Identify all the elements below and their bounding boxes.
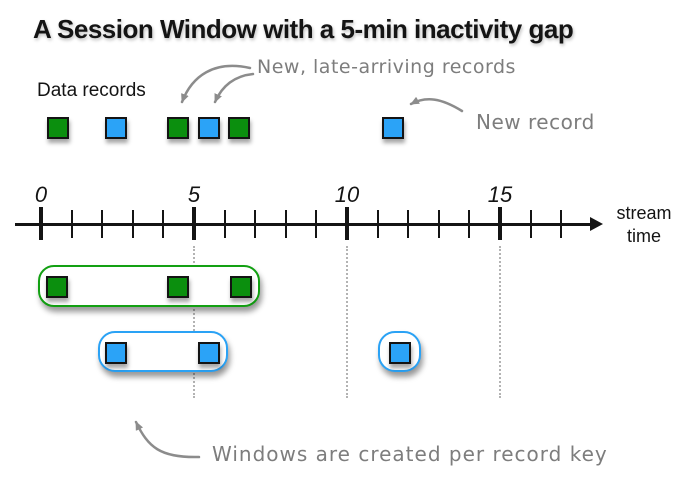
- axis-tick: [315, 210, 318, 238]
- record-square-green: [46, 117, 69, 139]
- axis-tick-label: 10: [334, 182, 360, 207]
- dotted-gridline: [193, 246, 195, 398]
- axis-tick: [437, 210, 440, 238]
- axis-tick: [101, 210, 104, 238]
- late-record-arrow-right-icon: [213, 72, 255, 104]
- record-square-green: [227, 117, 250, 139]
- record-square-blue: [388, 341, 411, 364]
- axis-tick: [498, 207, 502, 240]
- axis-tick: [131, 210, 134, 238]
- axis-tick: [70, 210, 73, 238]
- axis-label-stream-time: stream time: [607, 202, 681, 248]
- axis-tick: [39, 207, 43, 240]
- session-window-blue: [377, 331, 422, 372]
- axis-tick: [254, 210, 257, 238]
- axis-tick-label: 15: [487, 182, 513, 207]
- per-record-key-annotation: Windows are created per record key: [212, 442, 608, 466]
- record-square-green: [230, 276, 253, 298]
- data-records-label: Data records: [37, 80, 146, 101]
- axis-tick: [284, 210, 287, 238]
- record-square-green: [167, 117, 190, 139]
- record-square-blue: [104, 117, 127, 139]
- dotted-gridline: [346, 246, 348, 398]
- axis-tick: [407, 210, 410, 238]
- record-square-green: [45, 276, 68, 298]
- time-axis-line: [15, 223, 592, 226]
- record-square-blue: [104, 341, 127, 364]
- diagram-title: A Session Window with a 5-min inactivity…: [33, 14, 574, 44]
- axis-tick-label: 0: [34, 182, 48, 207]
- axis-label-line1: stream: [616, 203, 672, 223]
- axis-tick: [376, 210, 379, 238]
- axis-tick-label: 5: [187, 182, 201, 207]
- per-record-key-arrow-icon: [134, 420, 201, 459]
- record-square-blue: [198, 117, 221, 139]
- new-record-arrow-icon: [409, 96, 464, 113]
- axis-label-line2: time: [626, 226, 661, 246]
- new-record-annotation: New record: [476, 110, 595, 134]
- session-window-green: [37, 265, 260, 307]
- axis-tick: [162, 210, 165, 238]
- record-square-blue: [381, 117, 404, 139]
- time-axis-arrowhead-icon: [590, 217, 603, 231]
- late-records-annotation: New, late-arriving records: [257, 56, 516, 78]
- axis-tick: [192, 207, 196, 240]
- axis-tick: [468, 210, 471, 238]
- dotted-gridline: [499, 246, 501, 398]
- record-square-green: [167, 276, 190, 298]
- record-square-blue: [198, 341, 221, 364]
- axis-tick: [560, 210, 563, 238]
- axis-tick: [223, 210, 226, 238]
- axis-tick: [345, 207, 349, 240]
- late-record-arrow-left-icon: [180, 64, 252, 104]
- axis-tick: [529, 210, 532, 238]
